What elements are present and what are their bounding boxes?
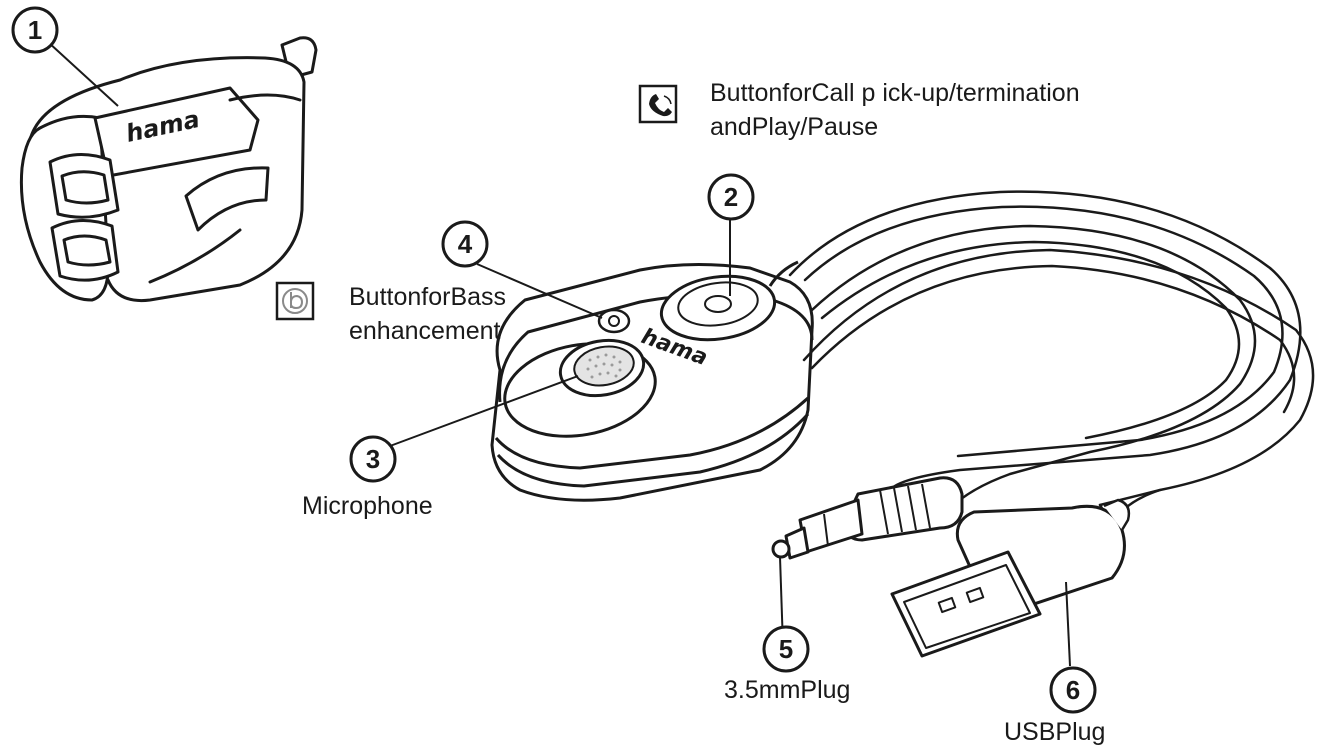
microphone-label: Microphone <box>302 492 433 520</box>
callout-4: 4 <box>441 220 489 268</box>
callout-3-number: 3 <box>366 444 380 474</box>
callout-1: 1 <box>11 6 59 54</box>
callout-3: 3 <box>349 435 397 483</box>
bass-button-label-line2: enhancement <box>349 317 501 345</box>
callout-2-number: 2 <box>724 182 738 212</box>
usb-plug <box>890 498 1131 658</box>
cable-coil <box>788 190 1315 522</box>
usb-plug-label: USBPlug <box>1004 718 1105 746</box>
callout-6: 6 <box>1049 666 1097 714</box>
call-button-label-line2: andPlay/Pause <box>710 113 878 141</box>
remote-control-unit <box>490 260 814 502</box>
phone-handset-icon <box>638 84 678 124</box>
callout-1-number: 1 <box>28 15 42 45</box>
call-button-label-line1: ButtonforCall p ick-up/termination <box>710 79 1080 107</box>
bass-b-icon <box>275 281 315 321</box>
bass-button-label-line1: ButtonforBass <box>349 283 506 311</box>
callout-6-number: 6 <box>1066 675 1080 705</box>
callout-4-number: 4 <box>458 229 473 259</box>
callout-2: 2 <box>707 173 755 221</box>
microphone-grille <box>586 353 622 379</box>
car-charger <box>19 36 318 303</box>
callout-5-number: 5 <box>779 634 793 664</box>
callout-5: 5 <box>762 625 810 673</box>
audio-plug <box>771 476 964 560</box>
plug-35mm-label: 3.5mmPlug <box>724 676 850 704</box>
